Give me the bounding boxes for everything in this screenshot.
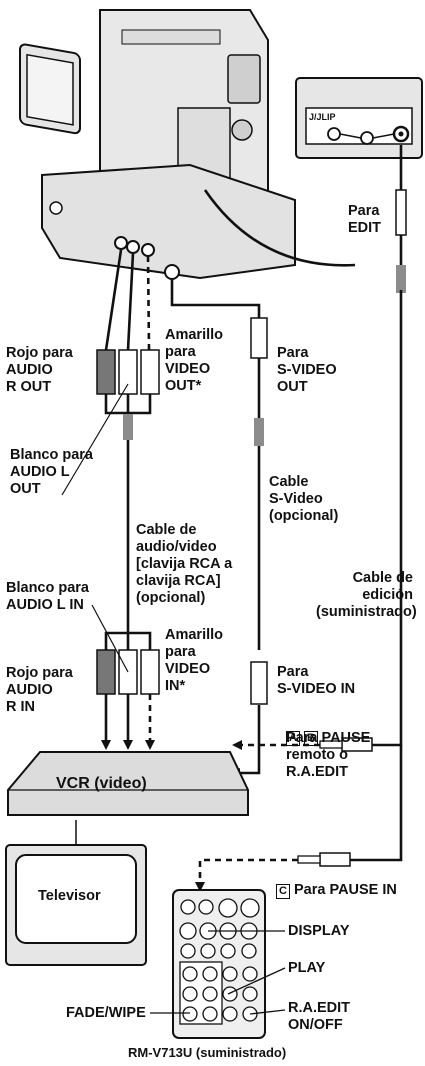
label-play: PLAY: [288, 960, 326, 976]
label-para-svideo-in: Para S-VIDEO IN: [277, 664, 356, 697]
jlip-label: J/JLIP: [309, 112, 336, 122]
label-rojo-audio-r-out: Rojo para AUDIO R OUT: [6, 345, 73, 395]
svideo-cable: [170, 280, 268, 778]
docking-station: [41, 163, 296, 280]
label-para-edit: Para EDIT: [348, 203, 382, 236]
label-cable-edicion: Cable de edición (suministrado): [316, 570, 417, 620]
box-letter-c: C: [276, 884, 290, 899]
tv-device: [5, 820, 147, 966]
label-ra-edit: R.A.EDIT ON/OFF: [288, 1000, 351, 1033]
label-blanco-audio-l-in: Blanco para AUDIO L IN: [6, 580, 89, 613]
jlip-panel: [295, 77, 423, 159]
remote-control: [150, 889, 286, 1039]
label-cable-audio-video: Cable de audio/video [clavija RCA a clav…: [136, 522, 233, 606]
label-amarillo-video-out: Amarillo para VIDEO OUT*: [165, 327, 224, 394]
label-pause-in-group: C Para PAUSE IN: [276, 865, 397, 899]
label-pause-in: Para PAUSE IN: [294, 882, 397, 898]
label-cable-svideo: Cable S-Video (opcional): [269, 474, 339, 524]
remote-caption: RM-V713U (suministrado): [128, 1045, 287, 1060]
av-cable: [61, 249, 160, 750]
label-blanco-audio-l-out: Blanco para AUDIO L OUT: [10, 447, 93, 497]
vcr-device: [7, 751, 249, 816]
label-display: DISPLAY: [288, 923, 350, 939]
box-letter-a: A: [286, 731, 300, 746]
label-amarillo-video-in: Amarillo para VIDEO IN*: [165, 627, 224, 694]
label-fade-wipe: FADE/WIPE: [66, 1005, 146, 1021]
vcr-label: VCR (video): [56, 775, 147, 792]
edit-cable: [195, 145, 407, 892]
tv-label: Televisor: [38, 888, 101, 904]
label-para-svideo-out: Para S-VIDEO OUT: [277, 345, 337, 395]
label-pause-remote: Para PAUSE remoto o R.A.EDIT: [286, 730, 371, 780]
dock-cable: [203, 189, 356, 267]
box-letter-b: B: [304, 731, 318, 746]
label-rojo-audio-r-in: Rojo para AUDIO R IN: [6, 665, 73, 715]
